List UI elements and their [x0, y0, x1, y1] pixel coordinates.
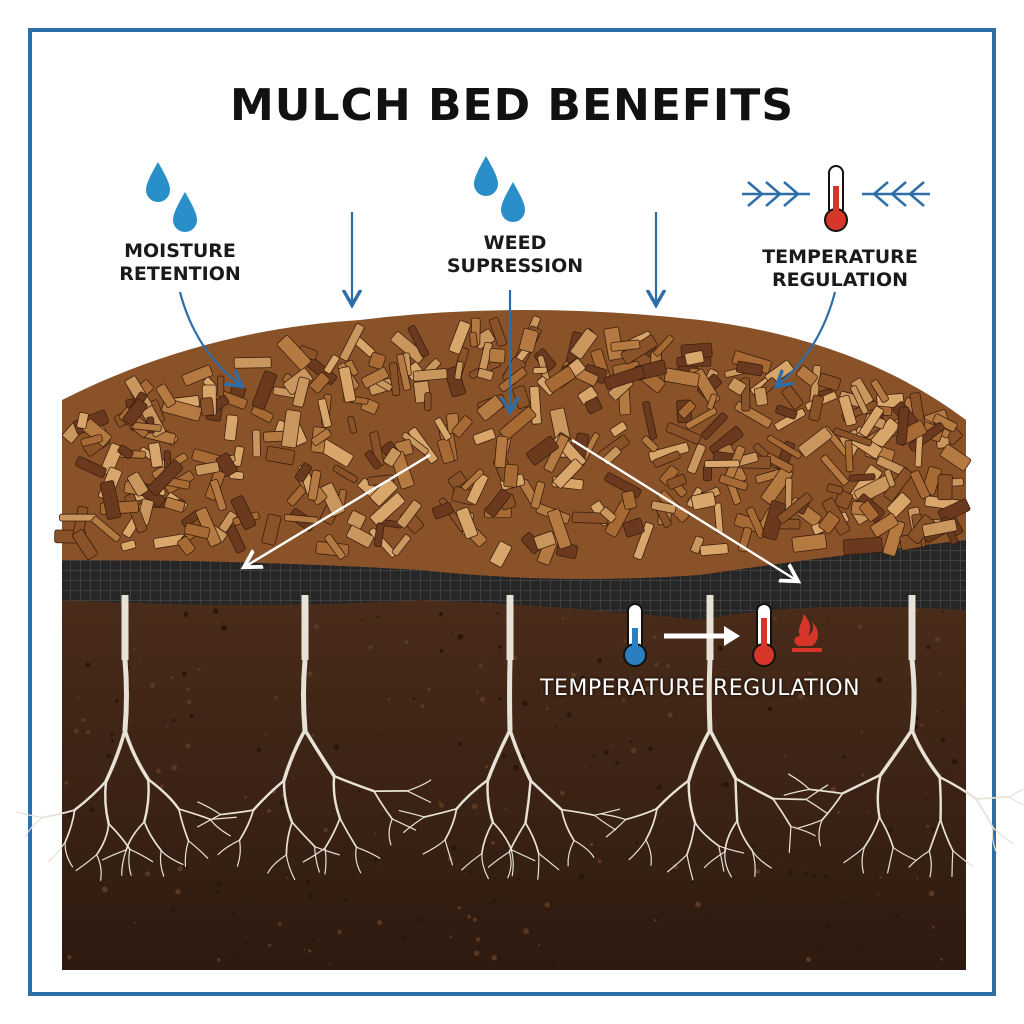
soil-layer [62, 590, 966, 970]
moisture-label-line-1: MOISTURE [124, 240, 236, 262]
flame-icon [792, 614, 822, 652]
temp-label-line-2: REGULATION [771, 269, 909, 292]
right-arrow-icon [664, 626, 740, 646]
temp-label-line-1: TEMPERATURE [762, 246, 918, 268]
converging-arrows-icon [742, 181, 930, 207]
moisture-retention-label: MOISTURE RETENTION [100, 240, 260, 286]
soil-temperature-regulation-label: TEMPERATURE REGULATION [540, 676, 861, 701]
page-title: MULCH BED BENEFITS [229, 80, 795, 131]
cold-thermometer-icon [623, 603, 647, 667]
weed-suppression-label: WEED SUPRESSION [430, 232, 600, 278]
weed-label-line-1: WEED [483, 232, 547, 254]
label-arrows [178, 212, 837, 410]
water-drop-icon [474, 156, 525, 222]
white-arrows [246, 438, 796, 580]
weed-label-line-2: SUPRESSION [446, 255, 584, 278]
thermometer-icon [824, 165, 848, 232]
mulch-pile [62, 310, 966, 579]
temperature-regulation-label: TEMPERATURE REGULATION [745, 246, 935, 292]
mulch-chips [54, 315, 972, 568]
root-system [16, 595, 1024, 881]
water-drop-icon [146, 162, 197, 232]
hot-thermometer-icon [752, 603, 776, 667]
moisture-label-line-2: RETENTION [119, 263, 241, 286]
